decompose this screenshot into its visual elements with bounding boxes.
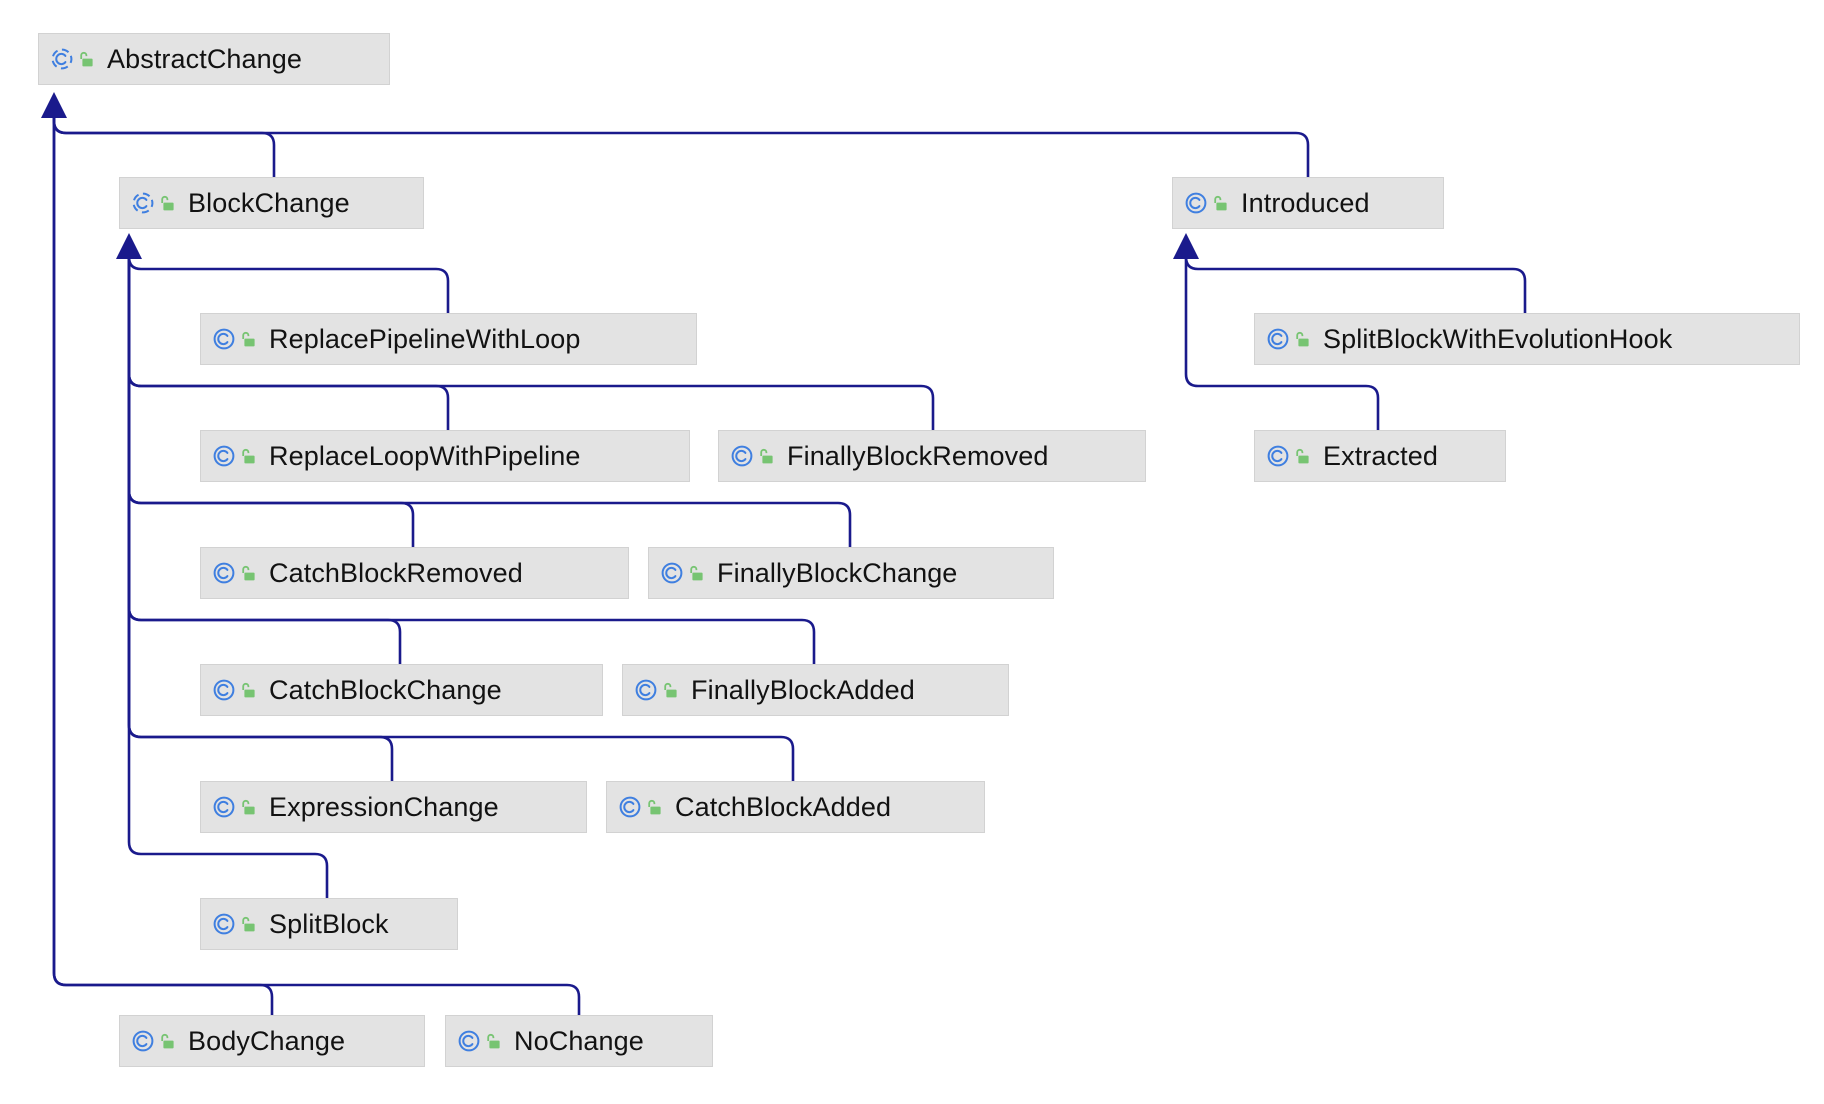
class-node-label: AbstractChange <box>107 43 303 74</box>
class-icon <box>213 328 235 350</box>
public-unlocked-padlock-icon <box>690 565 703 580</box>
class-node-catchblockremoved[interactable]: CatchBlockRemoved <box>200 547 629 599</box>
class-node-replaceloopwithpipeline[interactable]: ReplaceLoopWithPipeline <box>200 430 690 482</box>
class-icon <box>1267 328 1289 350</box>
class-icon <box>661 562 683 584</box>
public-unlocked-padlock-icon <box>664 682 677 697</box>
class-icon <box>1267 445 1289 467</box>
class-node-label: CatchBlockRemoved <box>269 557 523 588</box>
class-node-label: ReplacePipelineWithLoop <box>269 323 581 354</box>
public-unlocked-padlock-icon <box>648 799 661 814</box>
public-unlocked-padlock-icon <box>760 448 773 463</box>
public-unlocked-padlock-icon <box>1296 448 1309 463</box>
class-icon <box>1185 192 1207 214</box>
class-node-catchblockadded[interactable]: CatchBlockAdded <box>606 781 985 833</box>
class-icon <box>635 679 657 701</box>
abstract-class-icon <box>51 48 73 70</box>
class-node-bodychange[interactable]: BodyChange <box>119 1015 425 1067</box>
public-unlocked-padlock-icon <box>161 195 174 210</box>
class-node-label: Introduced <box>1241 187 1370 218</box>
public-unlocked-padlock-icon <box>487 1033 500 1048</box>
public-unlocked-padlock-icon <box>1214 195 1227 210</box>
public-unlocked-padlock-icon <box>242 448 255 463</box>
class-icon <box>213 796 235 818</box>
class-node-blockchange[interactable]: BlockChange <box>119 177 424 229</box>
class-node-expressionchange[interactable]: ExpressionChange <box>200 781 587 833</box>
class-node-introduced[interactable]: Introduced <box>1172 177 1444 229</box>
class-icon <box>132 1030 154 1052</box>
class-node-label: BlockChange <box>188 187 350 218</box>
public-unlocked-padlock-icon <box>80 51 93 66</box>
class-icon <box>458 1030 480 1052</box>
class-node-label: NoChange <box>514 1025 644 1056</box>
public-unlocked-padlock-icon <box>242 799 255 814</box>
class-icon <box>731 445 753 467</box>
class-node-nochange[interactable]: NoChange <box>445 1015 713 1067</box>
class-node-abstractchange[interactable]: AbstractChange <box>38 33 390 85</box>
class-icon <box>619 796 641 818</box>
public-unlocked-padlock-icon <box>242 916 255 931</box>
class-node-splitblock[interactable]: SplitBlock <box>200 898 458 950</box>
class-node-catchblockchange[interactable]: CatchBlockChange <box>200 664 603 716</box>
class-node-label: FinallyBlockRemoved <box>787 440 1049 471</box>
class-node-extracted[interactable]: Extracted <box>1254 430 1506 482</box>
class-node-splitblockwithevolutionhook[interactable]: SplitBlockWithEvolutionHook <box>1254 313 1800 365</box>
class-node-label: ExpressionChange <box>269 791 499 822</box>
public-unlocked-padlock-icon <box>242 331 255 346</box>
class-node-finallyblockchange[interactable]: FinallyBlockChange <box>648 547 1054 599</box>
class-node-label: CatchBlockChange <box>269 674 502 705</box>
class-node-finallyblockadded[interactable]: FinallyBlockAdded <box>622 664 1009 716</box>
public-unlocked-padlock-icon <box>242 682 255 697</box>
class-node-replacepipelinewithloop[interactable]: ReplacePipelineWithLoop <box>200 313 697 365</box>
class-icon <box>213 913 235 935</box>
public-unlocked-padlock-icon <box>161 1033 174 1048</box>
class-node-label: FinallyBlockAdded <box>691 674 915 705</box>
class-node-label: Extracted <box>1323 440 1438 471</box>
class-node-label: SplitBlock <box>269 908 389 939</box>
class-node-label: BodyChange <box>188 1025 346 1056</box>
class-node-label: SplitBlockWithEvolutionHook <box>1323 323 1673 354</box>
class-icon <box>213 445 235 467</box>
class-node-label: ReplaceLoopWithPipeline <box>269 440 581 471</box>
public-unlocked-padlock-icon <box>242 565 255 580</box>
class-node-finallyblockremoved[interactable]: FinallyBlockRemoved <box>718 430 1146 482</box>
abstract-class-icon <box>132 192 154 214</box>
class-node-label: CatchBlockAdded <box>675 791 892 822</box>
class-node-label: FinallyBlockChange <box>717 557 958 588</box>
public-unlocked-padlock-icon <box>1296 331 1309 346</box>
class-icon <box>213 562 235 584</box>
class-icon <box>213 679 235 701</box>
